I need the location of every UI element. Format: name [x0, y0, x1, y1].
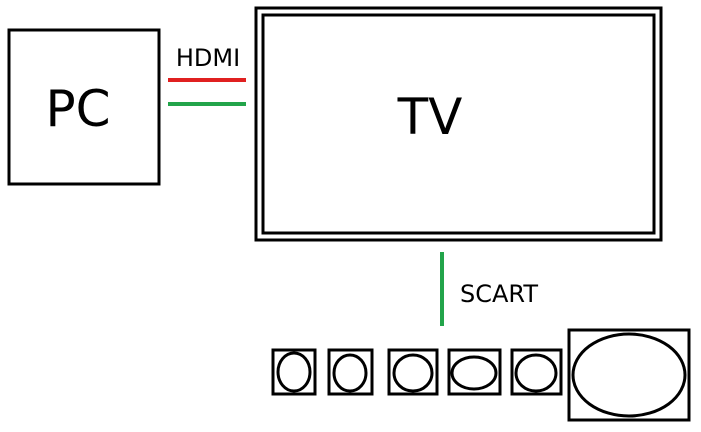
device-4-screen: [450, 355, 498, 391]
device-6-large: [567, 328, 691, 422]
device-3-screen: [392, 353, 434, 393]
scart-cable: SCART: [440, 252, 538, 326]
device-3: [387, 348, 439, 396]
tv-outer-frame: [254, 6, 663, 242]
device-1-screen: [276, 351, 312, 393]
tv-node: TV: [254, 6, 663, 242]
device-4: [447, 348, 502, 396]
tv-label: TV: [397, 88, 463, 146]
pc-label: PC: [45, 80, 110, 138]
device-row: [271, 328, 691, 422]
pc-box: [7, 28, 161, 186]
device-5-screen: [514, 353, 558, 393]
hdmi-label: HDMI: [176, 44, 240, 72]
device-2-screen: [332, 353, 368, 393]
device-1: [271, 348, 317, 396]
pc-node: PC: [7, 28, 161, 186]
device-5: [510, 348, 563, 396]
tv-inner-frame: [261, 13, 656, 235]
device-2: [327, 348, 374, 396]
device-6-screen: [571, 332, 687, 418]
hdmi-cable: HDMI: [168, 44, 246, 106]
scart-label: SCART: [460, 280, 538, 308]
